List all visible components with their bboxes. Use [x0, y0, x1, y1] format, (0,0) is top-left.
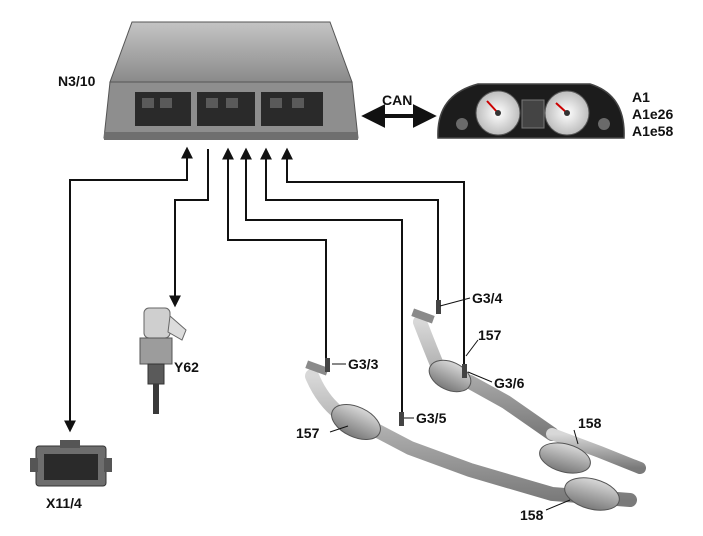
wire-g3-5 [240, 147, 403, 412]
label-a1e26: A1e26 [632, 106, 673, 122]
label-g3-4: G3/4 [472, 290, 503, 306]
label-g3-3: G3/3 [348, 356, 379, 372]
wire-y62 [169, 149, 209, 308]
signal-wires [64, 146, 465, 433]
label-x11-4: X11/4 [46, 495, 82, 511]
label-n3-10: N3/10 [58, 73, 96, 89]
diagnostic-connector [30, 440, 112, 487]
label-g3-6: G3/6 [494, 375, 525, 391]
label-158-lower: 158 [520, 507, 544, 523]
label-can: CAN [382, 92, 412, 108]
wire-g3-6 [281, 147, 465, 364]
wire-g3-4 [260, 147, 439, 300]
label-a1e58: A1e58 [632, 123, 673, 139]
label-158-upper: 158 [578, 415, 602, 431]
label-g3-5: G3/5 [416, 410, 447, 426]
exhaust-system [305, 300, 646, 511]
label-157-right: 157 [478, 327, 502, 343]
label-157-left: 157 [296, 425, 320, 441]
label-a1: A1 [632, 89, 650, 105]
instrument-cluster [437, 83, 625, 139]
ecu-n3-10 [103, 21, 359, 140]
label-y62: Y62 [174, 359, 199, 375]
leader-lines [329, 297, 579, 511]
wire-x11-4 [64, 146, 193, 433]
wire-g3-3 [222, 147, 327, 358]
